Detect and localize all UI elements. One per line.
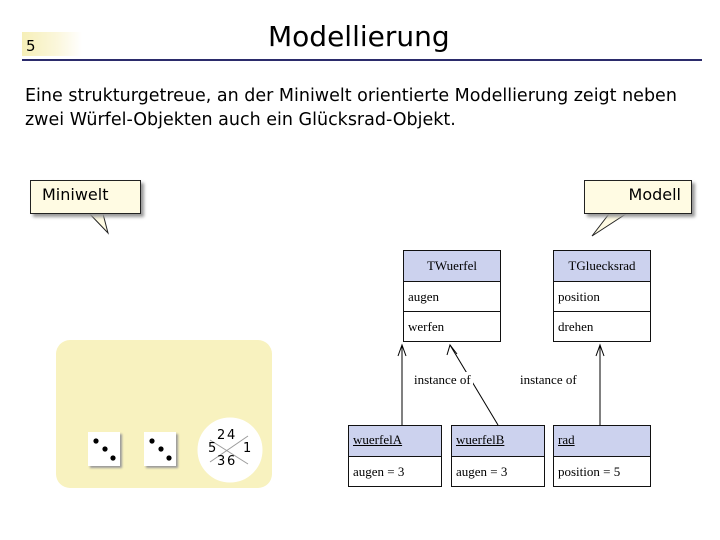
object-wuerfelB-name: wuerfelB bbox=[456, 432, 504, 447]
die-a-pips-icon bbox=[88, 432, 120, 466]
die-a bbox=[88, 432, 120, 466]
instance-of-label-left: instance of bbox=[412, 372, 473, 388]
object-wuerfelA: wuerfelA augen = 3 bbox=[348, 425, 442, 487]
class-tgluecksrad: TGluecksrad position drehen bbox=[553, 250, 651, 342]
class-twuerfel-method: werfen bbox=[404, 312, 500, 341]
object-rad: rad position = 5 bbox=[553, 425, 651, 487]
class-tgluecksrad-attribute: position bbox=[554, 282, 650, 312]
die-b-pips-icon bbox=[144, 432, 176, 466]
object-rad-value: position = 5 bbox=[554, 457, 650, 486]
instance-of-label-right: instance of bbox=[518, 372, 579, 388]
object-wuerfelA-name: wuerfelA bbox=[353, 432, 402, 447]
miniwelt-callout: Miniwelt bbox=[30, 180, 141, 214]
wheel-number-2: 2 bbox=[217, 428, 225, 443]
wheel-number-1: 1 bbox=[243, 441, 251, 456]
object-wuerfelB: wuerfelB augen = 3 bbox=[451, 425, 545, 487]
wheel-of-fortune: 2 4 5 1 3 6 bbox=[196, 414, 268, 486]
object-wuerfelB-value: augen = 3 bbox=[452, 457, 544, 486]
object-rad-name: rad bbox=[558, 432, 575, 447]
wheel-number-4: 4 bbox=[227, 428, 235, 443]
wheel-number-3: 3 bbox=[217, 454, 225, 469]
wheel-number-6: 6 bbox=[227, 454, 235, 469]
class-tgluecksrad-name: TGluecksrad bbox=[554, 251, 650, 282]
class-twuerfel-name: TWuerfel bbox=[404, 251, 500, 282]
modell-callout: Modell bbox=[584, 180, 692, 214]
wheel-icon bbox=[196, 414, 268, 486]
wheel-number-5: 5 bbox=[208, 441, 216, 456]
object-wuerfelA-value: augen = 3 bbox=[349, 457, 441, 486]
class-twuerfel: TWuerfel augen werfen bbox=[403, 250, 501, 342]
die-b bbox=[144, 432, 176, 466]
class-tgluecksrad-method: drehen bbox=[554, 312, 650, 341]
class-twuerfel-attribute: augen bbox=[404, 282, 500, 312]
